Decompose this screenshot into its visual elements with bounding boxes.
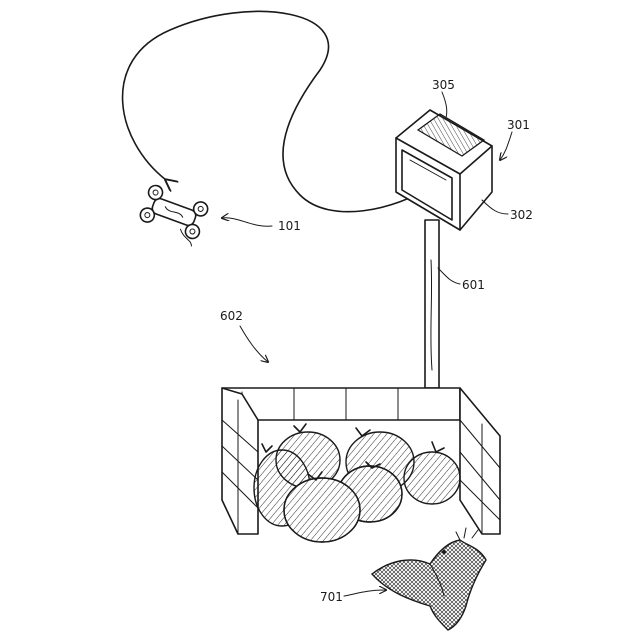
leader-line-305 bbox=[442, 92, 447, 118]
leader-line-302 bbox=[482, 200, 508, 214]
ref-label-302: 302 bbox=[510, 208, 533, 222]
drone-icon bbox=[136, 184, 210, 247]
ref-label-301: 301 bbox=[507, 118, 530, 132]
ref-label-305: 305 bbox=[432, 78, 455, 92]
leader-line-301 bbox=[500, 132, 512, 160]
pole bbox=[425, 220, 439, 388]
ref-label-602: 602 bbox=[220, 309, 243, 323]
ref-label-701: 701 bbox=[320, 590, 343, 604]
garbage-bags bbox=[254, 424, 460, 542]
leader-line-701 bbox=[344, 590, 386, 596]
leader-line-602 bbox=[240, 326, 268, 362]
bird-icon bbox=[372, 528, 486, 630]
leader-line-101 bbox=[222, 218, 272, 226]
flight-path bbox=[123, 11, 432, 211]
ref-label-601: 601 bbox=[462, 278, 485, 292]
ref-label-101: 101 bbox=[278, 219, 301, 233]
leader-line-601 bbox=[438, 268, 460, 284]
